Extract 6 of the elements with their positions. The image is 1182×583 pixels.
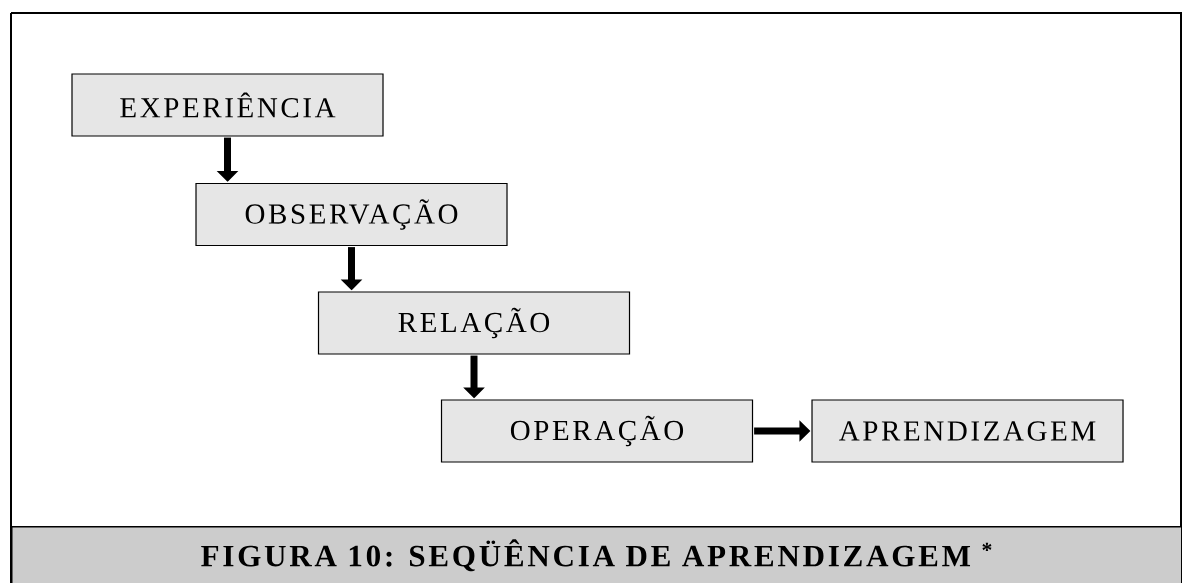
process-box: EXPERIÊNCIA [71, 73, 384, 137]
process-box: OPERAÇÃO [440, 399, 754, 463]
process-box: OBSERVAÇÃO [195, 182, 508, 247]
process-box: APRENDIZAGEM [811, 399, 1124, 463]
process-box: RELAÇÃO [317, 291, 631, 355]
caption-band: FIGURA 10: SEQÜÊNCIA DE APRENDIZAGEM $^{*}$ [11, 526, 1182, 583]
